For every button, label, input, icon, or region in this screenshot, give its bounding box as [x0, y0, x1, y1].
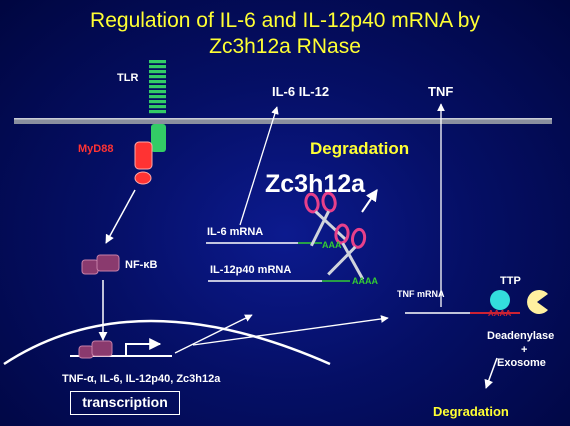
nfkb-label: NF-κB: [125, 259, 158, 271]
myd88-icon: [134, 141, 153, 185]
tlr-receptor-icon: [149, 60, 166, 114]
myd88-label: MyD88: [78, 143, 114, 155]
gene-promoter-icon: [70, 338, 172, 359]
pacman-icon: [527, 290, 548, 315]
scissors-icon: [304, 191, 347, 247]
aaa-label: AAA: [322, 240, 342, 250]
arrow-myd88-to-nfkb: [105, 189, 136, 244]
aaaa-il12-label: AAAA: [352, 276, 378, 286]
zc3h12a-label: Zc3h12a: [265, 170, 366, 198]
degradation-top-label: Degradation: [310, 139, 410, 158]
scissors-icon: [327, 223, 367, 281]
deadenylase-label: Deadenylase: [487, 330, 555, 342]
genes-label: TNF-α, IL-6, IL-12p40, Zc3h12a: [62, 373, 221, 385]
arrow-to-il-mrna: [174, 314, 253, 354]
il6-mrna-label: IL-6 mRNA: [207, 226, 264, 238]
arrow-to-il6-il12: [239, 106, 279, 226]
tnf-mrna-label: TNF mRNA: [397, 289, 445, 299]
cell-membrane: [14, 118, 552, 124]
ttp-circle-icon: [490, 290, 510, 310]
arrow-to-degradation: [361, 189, 378, 213]
title-line-1: Regulation of IL-6 and IL-12p40 mRNA by: [90, 9, 480, 32]
plus-label: +: [521, 344, 528, 356]
nfkb-complex-icon: [81, 254, 120, 275]
transcription-box: transcription: [70, 391, 180, 415]
tlr-label: TLR: [117, 72, 139, 84]
il12p40-mrna-label: IL-12p40 mRNA: [210, 264, 292, 276]
title-line-2: Zc3h12a RNase: [209, 35, 361, 58]
exosome-label: Exosome: [497, 357, 546, 369]
arrow-to-degradation-bottom: [484, 357, 498, 389]
tlr-tir-domain-icon: [151, 124, 166, 152]
arrow-to-tnf-mrna: [192, 315, 389, 346]
nucleus-envelope: [3, 319, 331, 366]
aaaa-tnf-label: AAAA: [488, 309, 512, 318]
degradation-bottom-label: Degradation: [433, 404, 509, 419]
ttp-label: TTP: [500, 275, 521, 287]
il6-il12-label: IL-6 IL-12: [272, 84, 330, 99]
tnf-label: TNF: [428, 84, 454, 99]
